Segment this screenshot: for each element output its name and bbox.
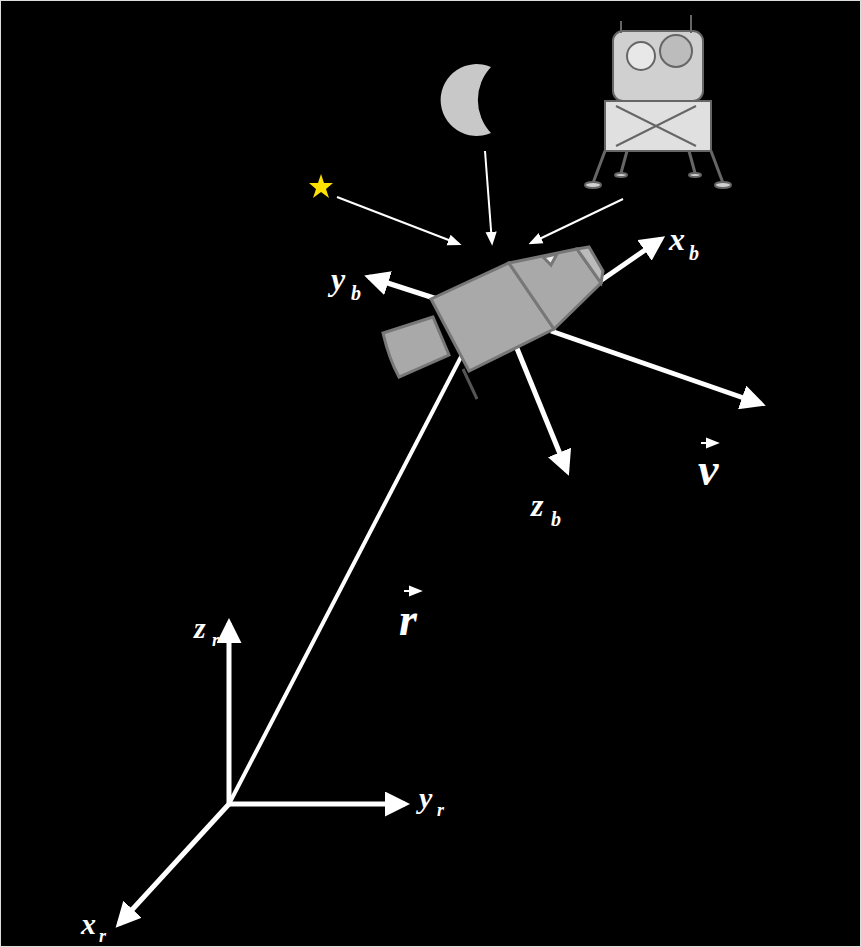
axis-subscript: r: [99, 927, 106, 945]
reference-frame: [119, 353, 463, 924]
vector-label: v: [698, 447, 718, 493]
sight-lines: [337, 151, 623, 244]
axis-letter: x: [81, 909, 96, 939]
axis-subscript: b: [689, 243, 699, 263]
axis-letter: y: [419, 783, 432, 813]
lunar-module: [585, 15, 731, 188]
star-symbol: [309, 174, 333, 198]
axis-letter: y: [331, 263, 345, 295]
moon-symbol: [441, 64, 491, 136]
axis-subscript: b: [351, 283, 361, 303]
axis-letter: z: [194, 613, 206, 643]
vector-label: r: [399, 597, 417, 643]
axis-subscript: r: [212, 631, 219, 649]
axis-subscript: r: [437, 801, 444, 819]
body-axes: [369, 239, 761, 471]
axis-letter: x: [669, 223, 685, 255]
vector-overarrows: [404, 443, 717, 591]
axis-subscript: b: [551, 509, 561, 529]
command-service-module: [383, 247, 603, 399]
axis-letter: z: [531, 489, 543, 521]
